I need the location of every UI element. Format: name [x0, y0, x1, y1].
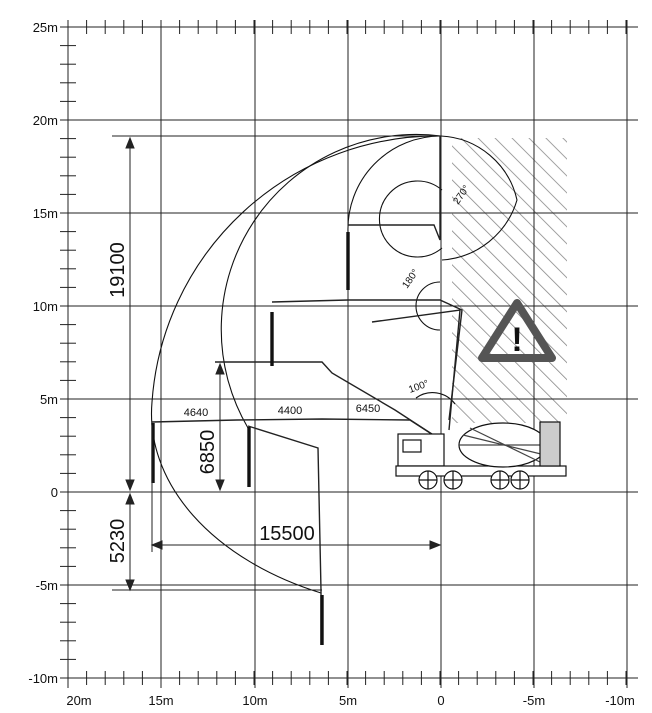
boom-section-length: 4400	[278, 405, 302, 417]
warning-triangle-icon: !	[478, 299, 556, 362]
y-tick-label: -5m	[36, 578, 58, 593]
y-tick-label: 5m	[40, 392, 58, 407]
inner-reach-arc	[347, 135, 442, 233]
middle-reach-arc	[220, 133, 442, 429]
y-tick-label: -10m	[28, 671, 58, 686]
dim-max-reach: 15500	[259, 523, 315, 545]
y-tick-label: 20m	[33, 113, 58, 128]
dim-total-height: 19100	[107, 242, 129, 298]
angle-arc-100	[415, 392, 456, 405]
x-tick-label: -5m	[523, 693, 545, 708]
y-axis-labels: 25m 20m 15m 10m 5m 0 -5m -10m	[28, 20, 58, 686]
outer-reach-arc	[150, 135, 442, 594]
boom-hoses	[151, 232, 350, 645]
rear-reach-arc	[440, 135, 518, 261]
x-tick-label: 5m	[339, 693, 357, 708]
reach-envelope	[150, 133, 518, 594]
x-axis-labels: 20m 15m 10m 5m 0 -5m -10m	[66, 693, 634, 708]
cab-window	[402, 439, 422, 453]
x-tick-label: -10m	[605, 693, 635, 708]
angle-arc-180	[415, 281, 441, 331]
x-tick-label: 0	[437, 693, 444, 708]
y-tick-label: 25m	[33, 20, 58, 35]
boom-raised-2	[348, 136, 441, 241]
angle-arc-270	[378, 180, 443, 258]
boom-raised-1	[271, 299, 463, 421]
boom-mid	[215, 361, 442, 441]
warning-symbol: !	[511, 321, 522, 359]
axis-minor-ticks	[60, 20, 627, 685]
concrete-pump-truck	[395, 421, 567, 490]
dim-below-ground: 5230	[107, 519, 129, 564]
y-tick-label: 0	[51, 485, 58, 500]
boom-first-section	[371, 309, 461, 431]
x-tick-label: 15m	[148, 693, 173, 708]
boom-section-length: 4640	[184, 407, 208, 419]
restricted-zone	[452, 138, 567, 423]
angle-label: 180°	[400, 267, 421, 290]
y-tick-label: 15m	[33, 206, 58, 221]
x-tick-label: 20m	[66, 693, 91, 708]
boom-section-length: 6450	[356, 403, 380, 415]
boom-positions	[151, 136, 463, 645]
y-tick-label: 10m	[33, 299, 58, 314]
dimension-lines	[112, 135, 442, 592]
dim-section-height: 6850	[197, 430, 219, 475]
x-tick-label: 10m	[242, 693, 267, 708]
